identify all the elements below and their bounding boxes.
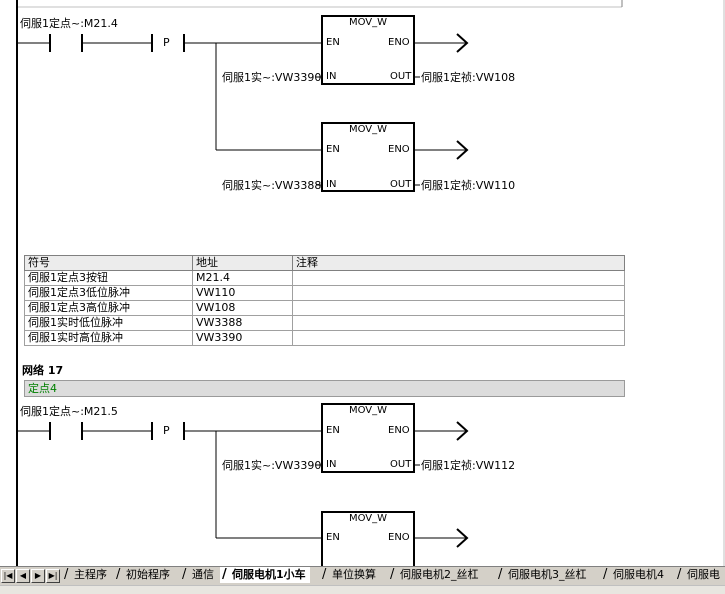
address-cell: VW3390 [192, 330, 293, 346]
tab-label: 伺服电机2_丝杠 [400, 568, 479, 581]
block-title: MOV_W [348, 124, 388, 135]
out-pin: OUT [390, 71, 412, 82]
tab-servo-more[interactable]: /伺服电 [677, 567, 720, 582]
en-pin: EN [326, 532, 340, 543]
in-operand[interactable]: 伺服1实~:VW3390 [222, 459, 322, 472]
eno-pin: ENO [388, 144, 410, 155]
symbol-cell: 伺服1定点3高位脉冲 [24, 300, 193, 316]
comment-cell [292, 270, 625, 286]
table-row[interactable]: 伺服1定点3按钮 M21.4 [24, 270, 625, 286]
tab-main[interactable]: /主程序 [64, 567, 107, 582]
col-address: 地址 [192, 255, 293, 271]
eno-pin: ENO [388, 37, 410, 48]
ladder-diagram [16, 0, 725, 566]
tab-comm[interactable]: /通信 [182, 567, 214, 582]
out-pin: OUT [390, 459, 412, 470]
address-cell: VW110 [192, 285, 293, 301]
in-pin: IN [326, 179, 337, 190]
table-row[interactable]: 伺服1实时低位脉冲 VW3388 [24, 315, 625, 331]
block-title: MOV_W [348, 17, 388, 28]
en-pin: EN [326, 425, 340, 436]
tab-label: 初始程序 [126, 568, 170, 581]
out-operand[interactable]: 伺服1定祯:VW110 [421, 179, 516, 192]
symbol-cell: 伺服1定点3低位脉冲 [24, 285, 193, 301]
comment-cell [292, 315, 625, 331]
block-title: MOV_W [348, 405, 388, 416]
col-comment: 注释 [292, 255, 625, 271]
symbol-cell: 伺服1实时低位脉冲 [24, 315, 193, 331]
tab-label: 伺服电机1小车 [232, 568, 306, 581]
tab-label: 通信 [192, 568, 214, 581]
positive-edge-label: P [163, 424, 170, 437]
positive-edge-label: P [163, 36, 170, 49]
contact-m21-4[interactable] [49, 34, 83, 52]
contact-m21-5[interactable] [49, 422, 83, 440]
tab-servo2-screw[interactable]: /伺服电机2_丝杠 [390, 567, 479, 582]
in-pin: IN [326, 459, 337, 470]
tab-servo1-cart[interactable]: /伺服电机1小车 [220, 567, 310, 583]
contact-label: 伺服1定点~:M21.5 [20, 405, 118, 418]
comment-cell [292, 300, 625, 316]
tab-label: 伺服电 [687, 568, 720, 581]
eno-pin: ENO [388, 532, 410, 543]
in-operand[interactable]: 伺服1实~:VW3388 [222, 179, 322, 192]
table-row[interactable]: 伺服1定点3高位脉冲 VW108 [24, 300, 625, 316]
prev-tab-icon[interactable]: ◀ [16, 569, 30, 583]
last-tab-icon[interactable]: ▶| [46, 569, 60, 583]
network-comment[interactable]: 定点4 [24, 380, 625, 397]
address-cell: VW3388 [192, 315, 293, 331]
ladder-editor[interactable]: 伺服1定点~:M21.4 P MOV_W EN ENO IN OUT 伺服1实~… [0, 0, 725, 566]
horizontal-scrollbar[interactable] [0, 585, 725, 594]
symbol-cell: 伺服1定点3按钮 [24, 270, 193, 286]
symbol-table: 符号 地址 注释 伺服1定点3按钮 M21.4 伺服1定点3低位脉冲 VW110… [24, 255, 625, 346]
program-tab-bar: |◀ ◀ ▶ ▶| /主程序 /初始程序 /通信 /伺服电机1小车 /单位换算 … [0, 566, 725, 594]
comment-cell [292, 330, 625, 346]
symbol-cell: 伺服1实时高位脉冲 [24, 330, 193, 346]
tab-label: 伺服电机4 [613, 568, 664, 581]
eno-pin: ENO [388, 425, 410, 436]
next-tab-icon[interactable]: ▶ [31, 569, 45, 583]
in-operand[interactable]: 伺服1实~:VW3390 [222, 71, 322, 84]
table-row[interactable]: 伺服1定点3低位脉冲 VW110 [24, 285, 625, 301]
out-operand[interactable]: 伺服1定祯:VW108 [421, 71, 516, 84]
network-title[interactable]: 网络 17 [22, 364, 64, 377]
in-pin: IN [326, 71, 337, 82]
table-row[interactable]: 伺服1实时高位脉冲 VW3390 [24, 330, 625, 346]
en-pin: EN [326, 37, 340, 48]
symbol-table-header: 符号 地址 注释 [24, 255, 625, 271]
tab-label: 单位换算 [332, 568, 376, 581]
tab-unit-conversion[interactable]: /单位换算 [322, 567, 376, 582]
out-pin: OUT [390, 179, 412, 190]
tab-label: 主程序 [74, 568, 107, 581]
tab-servo3-screw[interactable]: /伺服电机3_丝杠 [498, 567, 587, 582]
block-title: MOV_W [348, 513, 388, 524]
address-cell: VW108 [192, 300, 293, 316]
comment-cell [292, 285, 625, 301]
tab-label: 伺服电机3_丝杠 [508, 568, 587, 581]
first-tab-icon[interactable]: |◀ [1, 569, 15, 583]
out-operand[interactable]: 伺服1定祯:VW112 [421, 459, 516, 472]
en-pin: EN [326, 144, 340, 155]
col-symbol: 符号 [24, 255, 193, 271]
tab-init[interactable]: /初始程序 [116, 567, 170, 582]
tab-servo4[interactable]: /伺服电机4 [603, 567, 664, 582]
address-cell: M21.4 [192, 270, 293, 286]
contact-label: 伺服1定点~:M21.4 [20, 17, 118, 30]
